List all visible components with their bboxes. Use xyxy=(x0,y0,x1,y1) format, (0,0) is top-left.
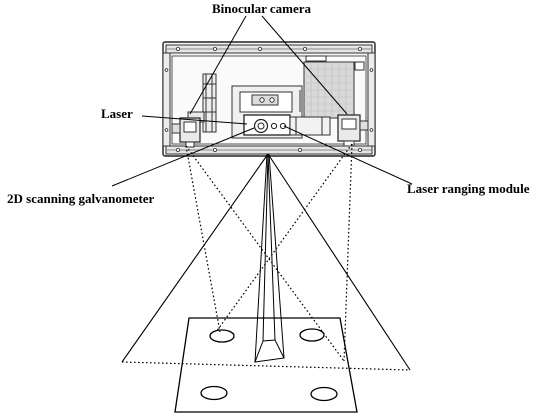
leader-laser xyxy=(141,115,248,125)
label-2d-scanning-galvanometer: 2D scanning galvanometer xyxy=(7,191,155,206)
label-binocular-camera: Binocular camera xyxy=(212,1,312,16)
ground-plane xyxy=(174,317,358,413)
leader-laser-ranging xyxy=(283,125,413,185)
projection-field xyxy=(121,143,411,371)
leader-binocular-left xyxy=(189,15,247,115)
leader-binocular-right xyxy=(261,15,348,115)
marker-hole-bottom-left xyxy=(200,385,228,401)
device-housing xyxy=(162,41,376,157)
leader-lines xyxy=(111,15,413,187)
marker-hole-top-right xyxy=(299,328,325,342)
marker-hole-bottom-right xyxy=(310,386,338,402)
marker-hole-top-left xyxy=(209,329,235,343)
label-laser: Laser xyxy=(101,106,133,121)
leader-galvanometer xyxy=(111,127,255,187)
label-laser-ranging-module: Laser ranging module xyxy=(407,181,530,196)
target-plate xyxy=(174,317,358,413)
